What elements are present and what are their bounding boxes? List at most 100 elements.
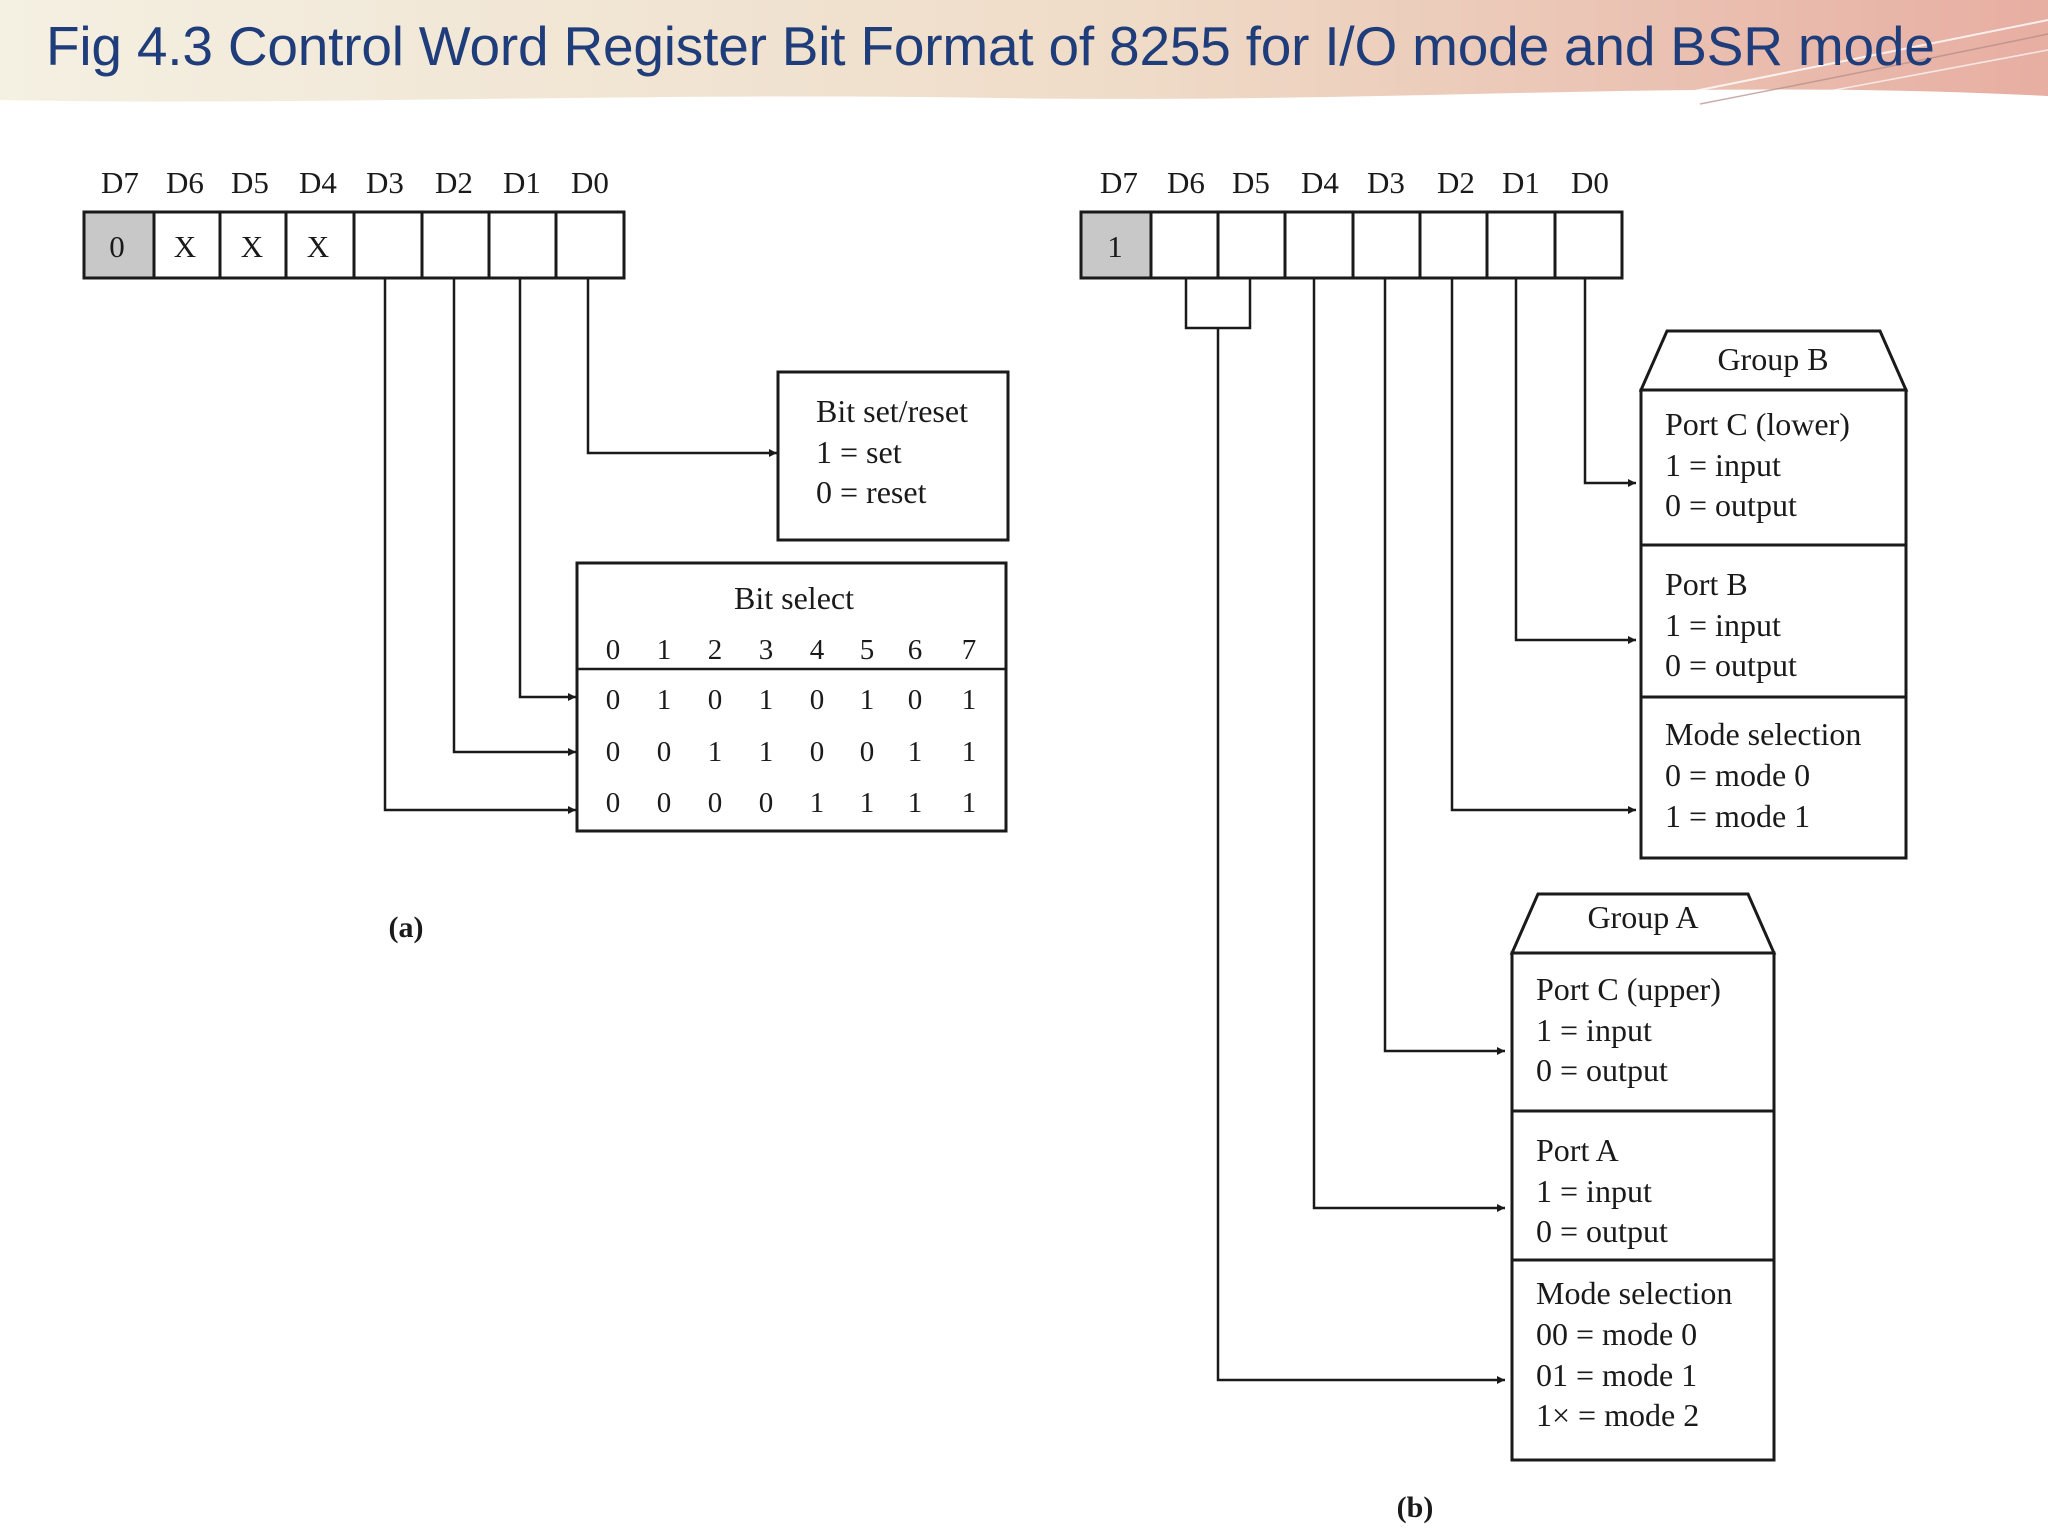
svg-text:1 = input: 1 = input	[1665, 607, 1781, 643]
group-b-mode-selection	[1639, 695, 1908, 860]
io-header-d1: D1	[1502, 165, 1540, 200]
io-cell-d5	[1216, 210, 1287, 280]
bsr-bit-headers: D7 D6 D5 D4 D3 D2 D1 D0	[101, 165, 609, 200]
group-a-port-a	[1510, 1109, 1776, 1262]
bsr-cell-d5	[218, 210, 288, 280]
svg-text:1× = mode 2: 1× = mode 2	[1536, 1397, 1699, 1433]
group-b-port-c-lower	[1639, 388, 1908, 547]
svg-text:0: 0	[606, 736, 621, 768]
io-bit-headers: D7 D6 D5 D4 D3 D2 D1 D0	[1100, 165, 1609, 200]
svg-text:0: 0	[657, 736, 672, 768]
bsr-header-d2: D2	[435, 165, 473, 200]
bsr-header-d6: D6	[166, 165, 204, 200]
bsr-cell-d0	[554, 210, 626, 280]
bit-set-reset-set: 1 = set	[816, 434, 902, 470]
slide-title: Fig 4.3 Control Word Register Bit Format…	[46, 15, 1935, 77]
bit-set-reset-title: Bit set/reset	[816, 393, 968, 429]
io-mode-diagram: D7 D6 D5 D4 D3 D2 D1 D0 1	[1079, 165, 1909, 1524]
io-connection-lines	[1184, 278, 1636, 1384]
io-header-d6: D6	[1167, 165, 1205, 200]
svg-text:0: 0	[810, 684, 825, 716]
arrow-d0-to-bit-set-reset	[586, 278, 777, 457]
svg-text:1 = mode 1: 1 = mode 1	[1665, 798, 1810, 834]
svg-text:1: 1	[962, 736, 977, 768]
io-cell-d1	[1485, 210, 1557, 280]
bit-select-row-d3: 0 0 0 0 1 1 1 1	[606, 787, 977, 819]
bsr-cell-d4-value: X	[307, 229, 329, 264]
svg-text:6: 6	[908, 634, 923, 666]
svg-text:7: 7	[962, 634, 977, 666]
io-cell-d0	[1553, 210, 1624, 280]
io-register: 1	[1079, 210, 1624, 280]
io-cell-d3	[1351, 210, 1422, 280]
group-a-mode-selection	[1510, 1258, 1776, 1462]
bsr-header-d3: D3	[366, 165, 404, 200]
bsr-mode-diagram: D7 D6 D5 D4 D3 D2 D1 D0 0 X X X	[82, 165, 1010, 944]
caption-b: (b)	[1397, 1491, 1434, 1524]
svg-text:1: 1	[962, 787, 977, 819]
bsr-register: 0 X X X	[82, 210, 626, 280]
svg-text:1 = input: 1 = input	[1665, 447, 1781, 483]
svg-text:0: 0	[708, 684, 723, 716]
svg-text:1 = input: 1 = input	[1536, 1012, 1652, 1048]
group-a: Group A Port C (upper) 1 = input 0 = out…	[1509, 892, 1777, 1462]
svg-text:0 = output: 0 = output	[1665, 487, 1797, 523]
svg-text:1: 1	[708, 736, 723, 768]
arrow-d2-to-bit-select	[452, 278, 576, 756]
svg-text:0: 0	[759, 787, 774, 819]
io-header-d4: D4	[1301, 165, 1339, 200]
bsr-header-d0: D0	[571, 165, 609, 200]
svg-text:0: 0	[860, 736, 875, 768]
bsr-cell-d1	[487, 210, 558, 280]
bit-select-column-headers: 0 1 2 3 4 5 6 7	[606, 634, 977, 666]
svg-text:1: 1	[810, 787, 825, 819]
io-cell-d4	[1283, 210, 1355, 280]
svg-text:Mode selection: Mode selection	[1665, 716, 1861, 752]
svg-text:Port C (upper): Port C (upper)	[1536, 971, 1721, 1007]
bsr-cell-d6-value: X	[174, 229, 196, 264]
svg-text:1: 1	[860, 787, 875, 819]
group-a-port-c-upper	[1510, 951, 1776, 1113]
arrow-d1-to-bit-select	[518, 278, 576, 701]
svg-text:1 = input: 1 = input	[1536, 1173, 1652, 1209]
svg-text:00 = mode 0: 00 = mode 0	[1536, 1316, 1697, 1352]
svg-text:0 = output: 0 = output	[1536, 1213, 1668, 1249]
svg-text:1: 1	[962, 684, 977, 716]
d6-d5-bracket	[1184, 278, 1252, 330]
group-a-title: Group A	[1587, 899, 1698, 935]
svg-text:0: 0	[657, 787, 672, 819]
svg-text:0 = output: 0 = output	[1536, 1052, 1668, 1088]
bsr-cell-d2	[420, 210, 491, 280]
svg-text:0: 0	[606, 684, 621, 716]
arrow-d2-to-group-b-mode	[1450, 278, 1636, 814]
svg-text:1: 1	[759, 684, 774, 716]
io-header-d5: D5	[1232, 165, 1270, 200]
svg-text:01 = mode 1: 01 = mode 1	[1536, 1357, 1697, 1393]
io-header-d0: D0	[1571, 165, 1609, 200]
arrow-d4-to-port-a	[1312, 278, 1505, 1212]
svg-text:Port B: Port B	[1665, 566, 1748, 602]
svg-text:1: 1	[759, 736, 774, 768]
svg-text:0 = output: 0 = output	[1665, 647, 1797, 683]
bsr-header-d4: D4	[299, 165, 337, 200]
group-b: Group B Port C (lower) 1 = input 0 = out…	[1638, 329, 1909, 860]
svg-text:0: 0	[606, 634, 621, 666]
title-banner	[0, 0, 2048, 105]
arrow-d3-to-bit-select	[383, 278, 576, 814]
svg-text:1: 1	[860, 684, 875, 716]
bsr-cell-d5-value: X	[241, 229, 263, 264]
bit-set-reset-box: Bit set/reset 1 = set 0 = reset	[776, 370, 1010, 542]
svg-text:1: 1	[657, 684, 672, 716]
svg-text:Mode selection: Mode selection	[1536, 1275, 1732, 1311]
arrow-d1-to-port-b	[1514, 278, 1636, 644]
svg-text:3: 3	[759, 634, 774, 666]
svg-text:0: 0	[708, 787, 723, 819]
bsr-connection-lines	[383, 278, 777, 814]
arrow-d6-d5-to-group-a-mode	[1216, 328, 1505, 1384]
svg-text:0 = mode 0: 0 = mode 0	[1665, 757, 1810, 793]
caption-a: (a)	[389, 911, 424, 944]
io-header-d3: D3	[1367, 165, 1405, 200]
svg-text:4: 4	[810, 634, 825, 666]
arrow-d0-to-port-c-lower	[1583, 278, 1636, 487]
